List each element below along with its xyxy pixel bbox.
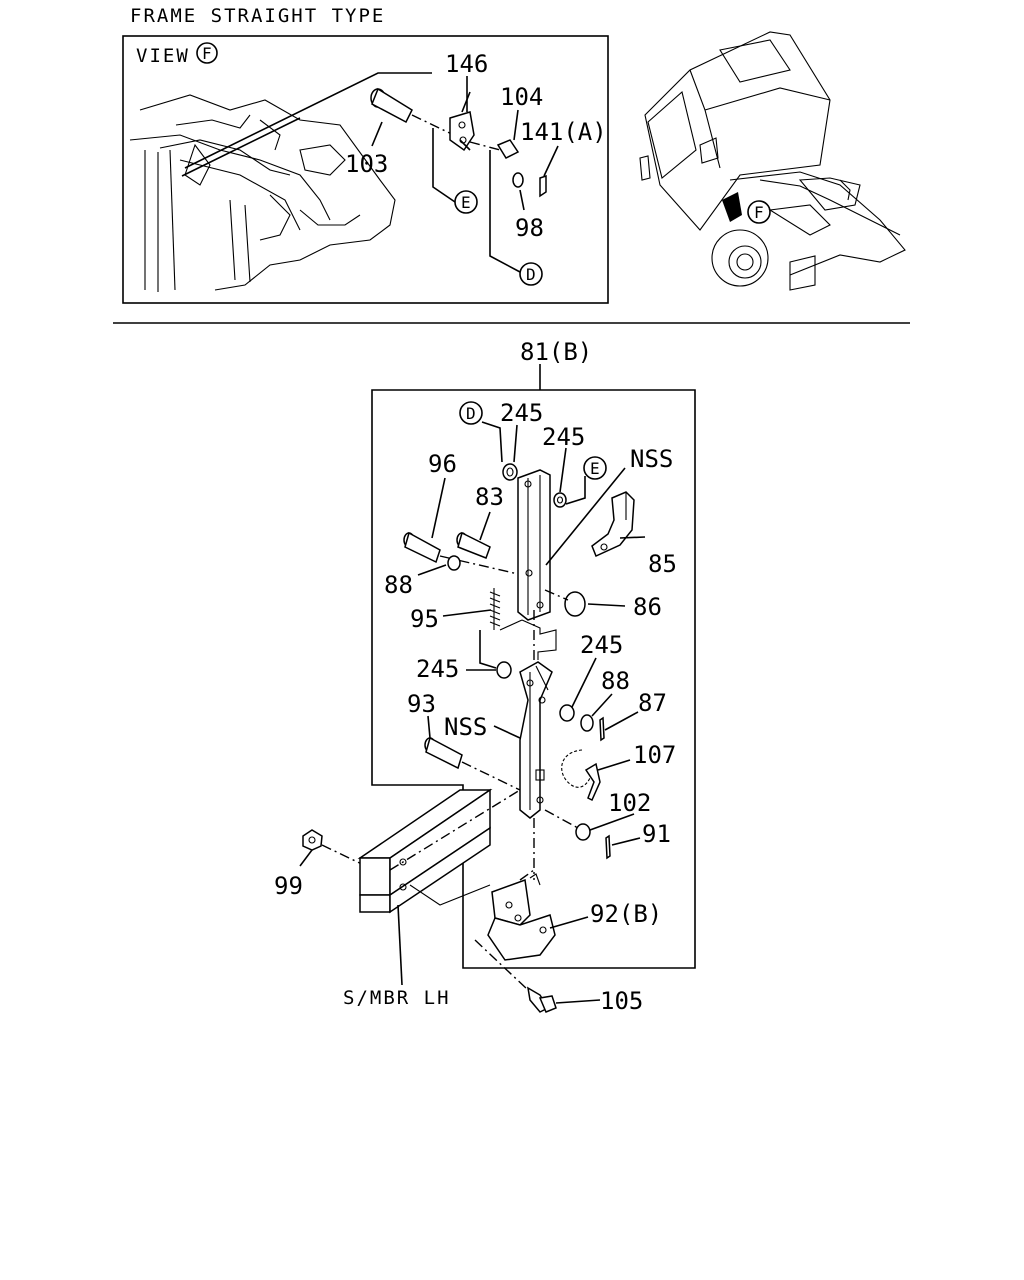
assembly-81-outline (371, 389, 696, 969)
callout-103: 103 (345, 150, 388, 178)
cotter-pin-87 (599, 716, 605, 742)
callout-95: 95 (410, 605, 439, 633)
callout-245-top: 245 (500, 399, 543, 427)
truck-view-ref-circle: F (747, 200, 771, 224)
ref-circle-d-main: D (459, 401, 483, 425)
nut-99 (302, 829, 323, 851)
bolt-105 (474, 939, 557, 1013)
callout-99: 99 (274, 872, 303, 900)
callout-107: 107 (633, 741, 676, 769)
nut-245-right (553, 492, 567, 508)
callout-86: 86 (633, 593, 662, 621)
callout-96: 96 (428, 450, 457, 478)
washer-98 (512, 172, 524, 188)
callout-83: 83 (475, 483, 504, 511)
callout-245-lower-right: 245 (580, 631, 623, 659)
pin-103 (370, 87, 461, 139)
inset-view-ref-circle: F (196, 42, 218, 64)
svg-text:E: E (590, 459, 600, 478)
svg-text:D: D (526, 265, 536, 284)
cotter-pin-91 (605, 834, 611, 860)
lower-lever-arm (519, 661, 553, 819)
nut-245-left (496, 661, 512, 679)
svg-text:E: E (461, 193, 471, 212)
ref-circle-d-inset: D (519, 262, 543, 286)
callout-245-left: 245 (416, 655, 459, 683)
bracket-146 (449, 91, 475, 152)
inset-frame-sketch (129, 94, 396, 292)
side-member-lh (357, 788, 493, 914)
spring-95 (489, 588, 523, 631)
pin-96 (403, 531, 519, 575)
nut-245-lower-right (559, 704, 575, 722)
chain-107 (561, 749, 601, 802)
callout-98: 98 (515, 214, 544, 242)
ref-circle-e-main: E (583, 456, 607, 480)
callout-85: 85 (648, 550, 677, 578)
callout-side-member: S/MBR LH (343, 987, 451, 1009)
callout-102: 102 (608, 789, 651, 817)
cotter-pin-141 (539, 174, 547, 198)
callout-141: 141(A) (520, 118, 607, 146)
callout-92: 92(B) (590, 900, 662, 928)
inset-frame (122, 35, 609, 304)
cab-window (647, 90, 697, 179)
svg-text:D: D (466, 404, 476, 423)
front-wheel (711, 229, 769, 287)
bolt-93 (424, 736, 521, 791)
nut-245-top (502, 463, 518, 481)
callout-146: 146 (445, 50, 488, 78)
diagram-title: FRAME STRAIGHT TYPE (130, 5, 385, 27)
bolt-104 (469, 139, 520, 159)
washer-102 (575, 823, 591, 841)
callout-88-lower: 88 (601, 667, 630, 695)
callout-nss-lower: NSS (444, 713, 487, 741)
washer-88-upper (447, 555, 461, 571)
cab-roof-panel (719, 39, 791, 83)
callout-245-right: 245 (542, 423, 585, 451)
inset-view-f: VIEW F (122, 35, 609, 304)
truck-cab-illustration: F (639, 31, 906, 291)
bracket-85 (591, 491, 635, 558)
callout-88-upper: 88 (384, 571, 413, 599)
view-arrow (722, 192, 742, 222)
callout-91: 91 (642, 820, 671, 848)
upper-lever-arm (517, 469, 551, 621)
ref-circle-e-inset: E (454, 190, 478, 214)
callout-81: 81(B) (520, 338, 592, 366)
callout-87: 87 (638, 689, 667, 717)
callout-104: 104 (500, 83, 543, 111)
bracket-92 (487, 873, 556, 961)
callout-105: 105 (600, 987, 643, 1015)
inset-view-label: VIEW (136, 45, 190, 67)
svg-text:F: F (754, 203, 764, 222)
callout-93: 93 (407, 690, 436, 718)
pin-83 (456, 531, 491, 559)
callout-nss-upper: NSS (630, 445, 673, 473)
snap-ring-86 (564, 591, 586, 617)
washer-88-lower (580, 714, 594, 732)
main-assembly: 81(B) D 245 245 E NSS 96 83 85 88 86 95 … (274, 338, 696, 1015)
svg-text:F: F (202, 44, 212, 63)
